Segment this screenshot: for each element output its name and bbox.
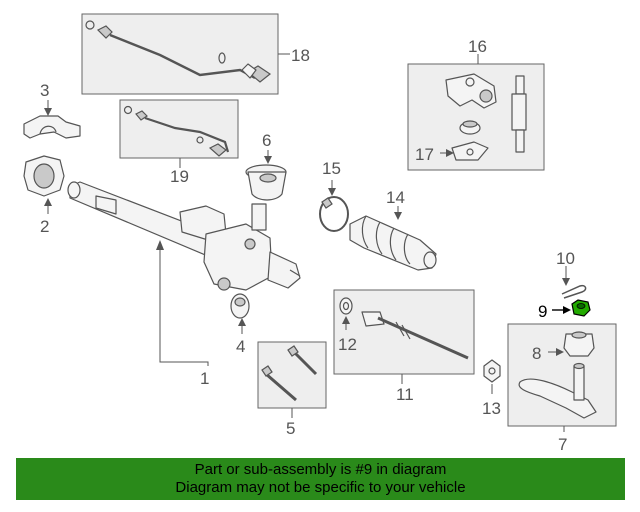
part-2-rack-bushing[interactable] bbox=[23, 155, 65, 197]
callout-13: 13 bbox=[482, 399, 501, 418]
part-7-tie-rod-end[interactable] bbox=[507, 323, 617, 427]
callout-5: 5 bbox=[286, 419, 295, 438]
callout-17: 17 bbox=[415, 145, 434, 164]
callout-6: 6 bbox=[262, 131, 271, 150]
callout-4: 4 bbox=[236, 337, 245, 356]
callout-8: 8 bbox=[532, 344, 541, 363]
callout-19: 19 bbox=[170, 167, 189, 186]
part-7-frame bbox=[507, 323, 617, 427]
part-6-valve-boot[interactable] bbox=[245, 164, 287, 201]
callout-15: 15 bbox=[322, 159, 341, 178]
part-12-lock-washer[interactable] bbox=[339, 297, 353, 315]
part-19-return-pipe[interactable] bbox=[119, 99, 239, 159]
callout-1: 1 bbox=[200, 369, 209, 388]
part-10-cotter-pin[interactable] bbox=[561, 284, 587, 299]
part-18-feed-pipe[interactable] bbox=[81, 13, 279, 95]
fitment-notice-banner: Part or sub-assembly is #9 in diagram Di… bbox=[16, 458, 625, 500]
part-4-mount-bushing[interactable] bbox=[230, 293, 250, 319]
callout-10: 10 bbox=[556, 249, 575, 268]
callout-11: 11 bbox=[396, 385, 414, 404]
banner-line-1: Part or sub-assembly is #9 in diagram bbox=[194, 461, 447, 478]
part-14-rack-boot[interactable] bbox=[349, 215, 437, 271]
part-18-frame bbox=[81, 13, 279, 95]
callout-18: 18 bbox=[291, 46, 310, 65]
part-11-frame bbox=[333, 289, 475, 375]
callout-14: 14 bbox=[386, 188, 405, 207]
callout-12: 12 bbox=[338, 335, 357, 354]
part-9-castle-nut[interactable] bbox=[571, 299, 591, 317]
part-13-jam-nut[interactable] bbox=[483, 359, 501, 383]
callout-7: 7 bbox=[558, 435, 567, 454]
callout-16: 16 bbox=[468, 37, 487, 56]
part-11-tie-rod[interactable] bbox=[333, 289, 475, 375]
callout-2: 2 bbox=[40, 217, 49, 236]
part-5-mounting-bolts[interactable] bbox=[257, 341, 327, 409]
callout-9: 9 bbox=[538, 302, 547, 321]
part-1-steering-rack[interactable] bbox=[67, 181, 301, 291]
callout-3: 3 bbox=[40, 81, 49, 100]
banner-line-2: Diagram may not be specific to your vehi… bbox=[175, 479, 466, 496]
part-8-dust-seal[interactable] bbox=[563, 331, 595, 357]
part-3-bushing-bracket[interactable] bbox=[23, 115, 81, 139]
part-17-gasket[interactable] bbox=[451, 141, 489, 161]
part-15-boot-clamp[interactable] bbox=[319, 196, 349, 232]
